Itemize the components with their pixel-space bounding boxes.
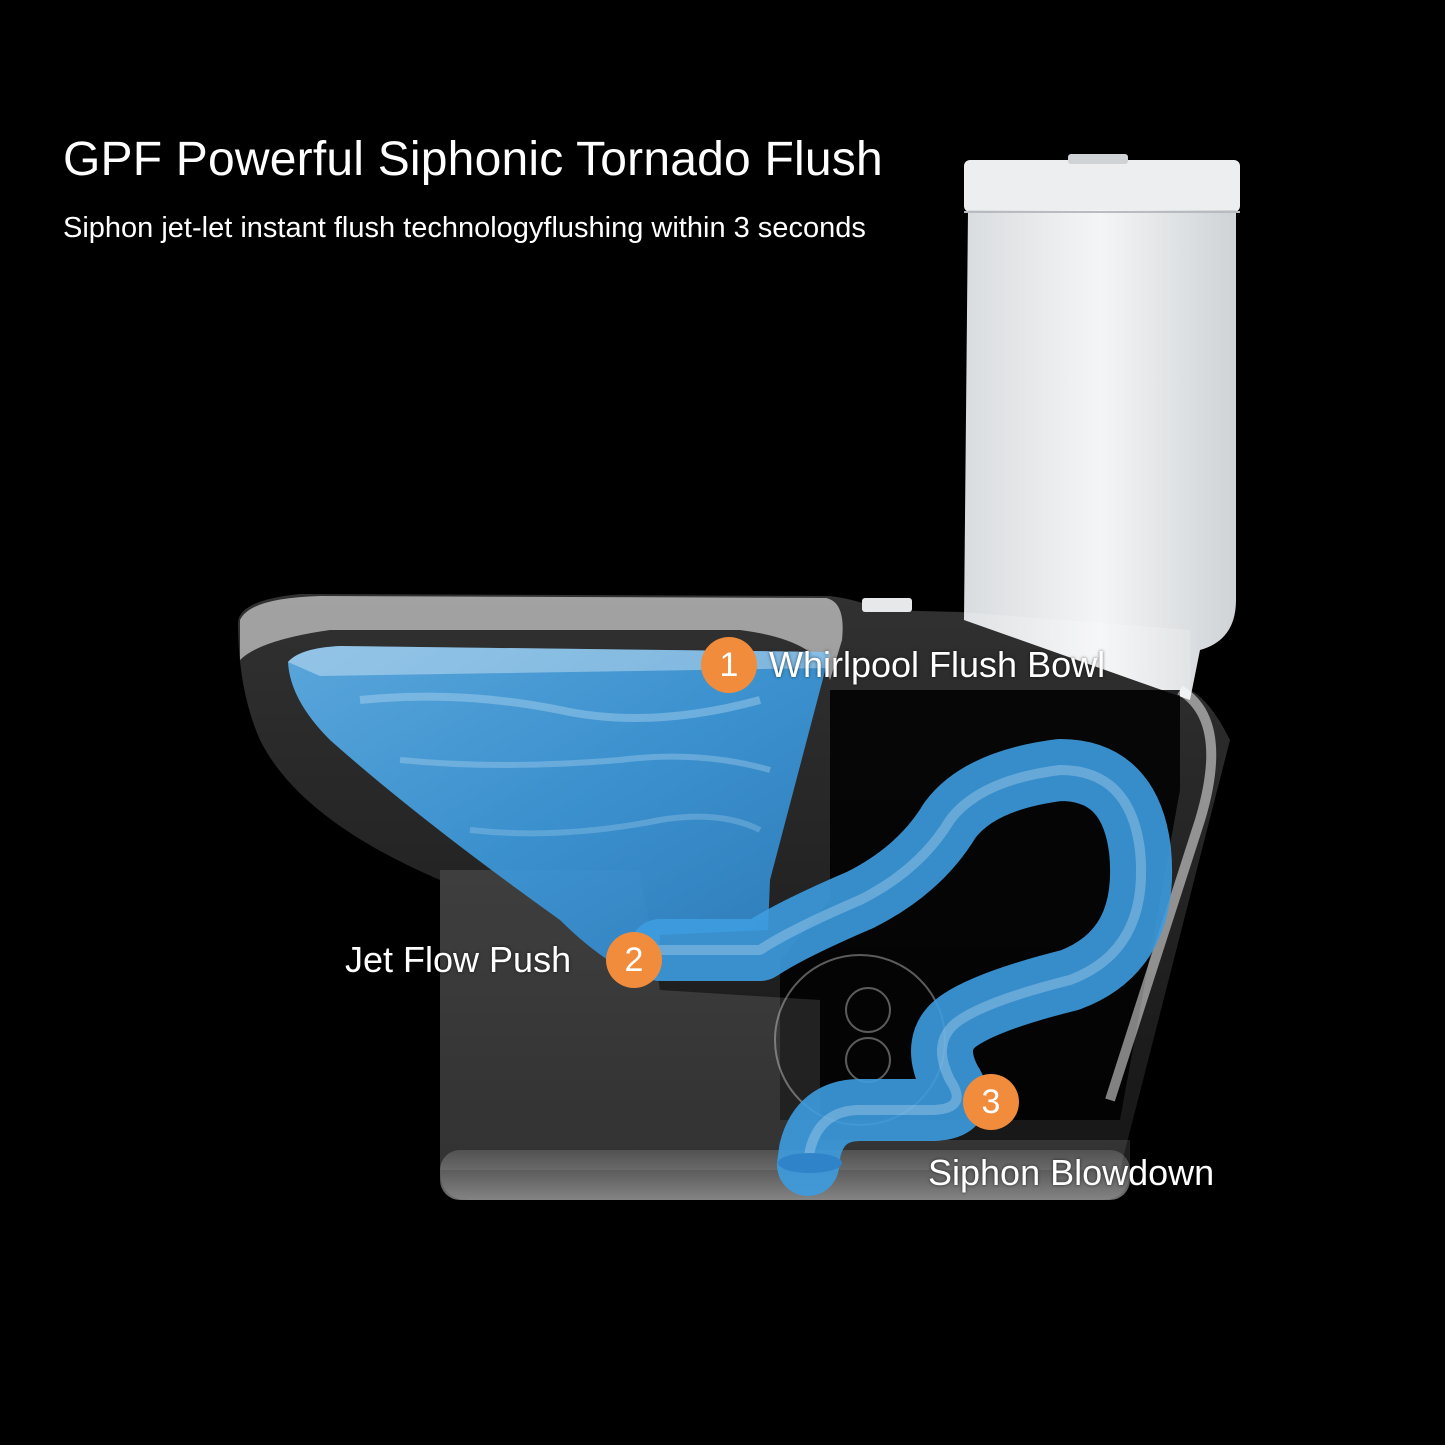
callout-label-whirlpool: Whirlpool Flush Bowl [769, 644, 1106, 685]
callout-badge-3: 3 [963, 1074, 1019, 1130]
callout-badge-1: 1 [701, 637, 757, 693]
callout-badge-2: 2 [606, 932, 662, 988]
page-title: GPF Powerful Siphonic Tornado Flush [63, 133, 883, 186]
callout-label-jet-flow: Jet Flow Push [345, 939, 572, 980]
siphon-trapway [629, 739, 1173, 1196]
callout-label-siphon-blowdown: Siphon Blowdown [928, 1152, 1215, 1193]
water-bowl [288, 646, 830, 978]
page-subtitle: Siphon jet-let instant flush technologyf… [63, 212, 866, 244]
toilet-tank [964, 154, 1240, 700]
